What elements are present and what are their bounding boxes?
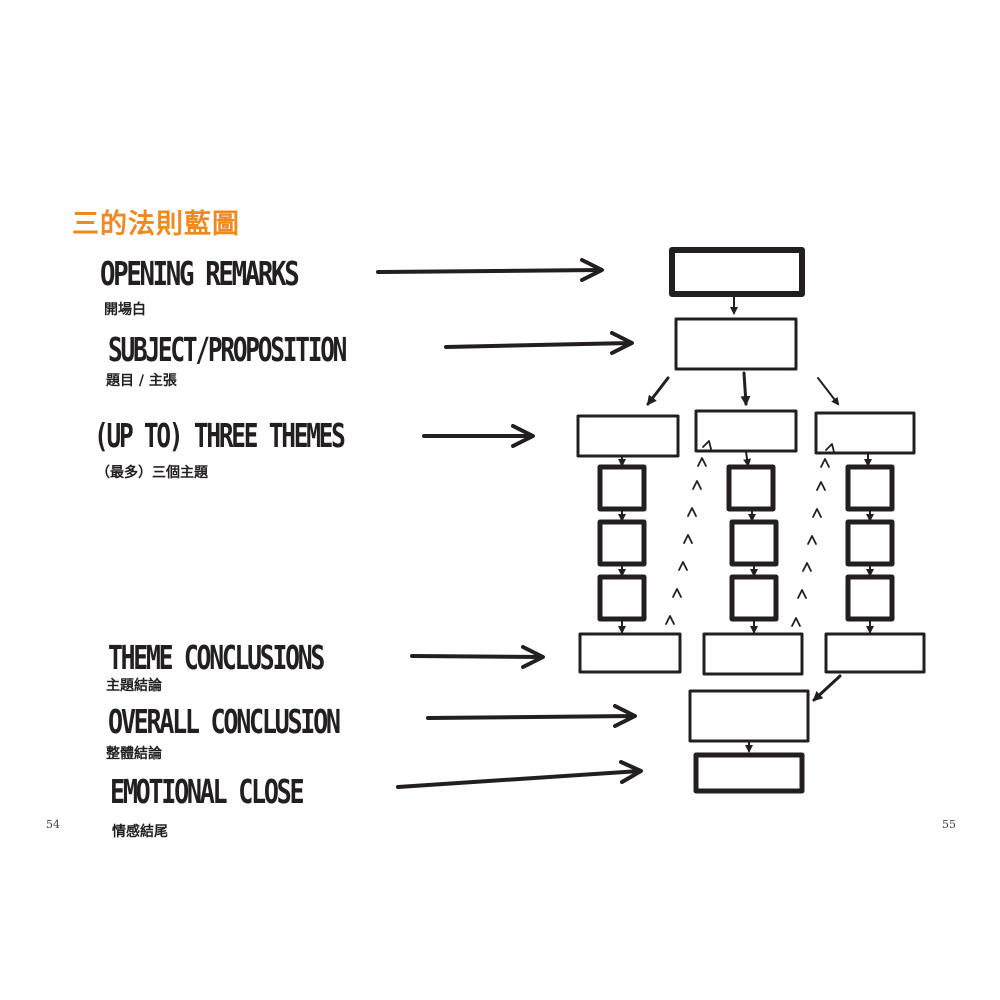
connector-conclusion-3-overall bbox=[812, 674, 842, 702]
box-t2-detail-1 bbox=[726, 464, 776, 512]
arrow-emotional-close bbox=[396, 760, 643, 789]
arrow-overall-conclusion bbox=[426, 704, 637, 728]
box-t3-detail-2 bbox=[845, 519, 895, 567]
label-theme-conclusions-zh: 主題結論 bbox=[106, 678, 162, 694]
box-emotional-close bbox=[693, 752, 805, 794]
box-subject bbox=[674, 317, 798, 371]
connector-subject-theme-1 bbox=[646, 376, 670, 406]
box-t3-detail-3 bbox=[845, 574, 895, 622]
box-t1-detail-2 bbox=[597, 519, 647, 567]
label-opening-remarks-zh: 開場白 bbox=[104, 302, 146, 318]
page-number-left: 54 bbox=[46, 818, 60, 831]
box-opening bbox=[669, 247, 805, 297]
page-title: 三的法則藍圖 bbox=[72, 209, 240, 240]
box-overall-conclusion bbox=[688, 689, 810, 743]
label-theme-conclusions: THEME CONCLUSIONS bbox=[108, 638, 325, 677]
arrow-subject-proposition bbox=[444, 331, 634, 355]
page-number-right: 55 bbox=[942, 818, 956, 831]
connector-subject-theme-3 bbox=[817, 377, 840, 406]
box-theme-3 bbox=[814, 411, 916, 455]
arrow-three-themes bbox=[422, 424, 535, 448]
box-conclusion-1 bbox=[578, 632, 682, 674]
transition-chevrons-left bbox=[665, 440, 712, 625]
transition-chevrons-right bbox=[791, 443, 835, 627]
label-subject-proposition-zh: 題目 / 主張 bbox=[106, 373, 177, 389]
label-opening-remarks: OPENING REMARKS bbox=[100, 254, 300, 293]
box-theme-2 bbox=[694, 409, 798, 453]
box-t2-detail-3 bbox=[729, 574, 779, 622]
box-conclusion-2 bbox=[702, 632, 804, 676]
arrow-opening-remarks bbox=[376, 258, 604, 282]
label-emotional-close-zh: 情感結尾 bbox=[112, 824, 168, 840]
box-t3-detail-1 bbox=[845, 464, 895, 512]
box-t2-detail-2 bbox=[729, 519, 779, 567]
label-overall-conclusion-zh: 整體結論 bbox=[106, 746, 162, 762]
connector-t2-a bbox=[743, 451, 752, 467]
box-t1-detail-1 bbox=[597, 464, 647, 512]
label-subject-proposition: SUBJECT/PROPOSITION bbox=[108, 330, 347, 369]
box-theme-1 bbox=[576, 414, 680, 458]
arrow-theme-conclusions bbox=[410, 645, 545, 669]
box-t1-detail-3 bbox=[597, 574, 647, 622]
label-three-themes: (UP TO) THREE THEMES bbox=[94, 416, 346, 455]
connector-subject-theme-2 bbox=[740, 371, 751, 406]
label-three-themes-zh: （最多）三個主題 bbox=[96, 465, 208, 481]
box-conclusion-3 bbox=[824, 632, 926, 674]
label-overall-conclusion: OVERALL CONCLUSION bbox=[108, 702, 341, 741]
label-emotional-close: EMOTIONAL CLOSE bbox=[110, 772, 305, 811]
